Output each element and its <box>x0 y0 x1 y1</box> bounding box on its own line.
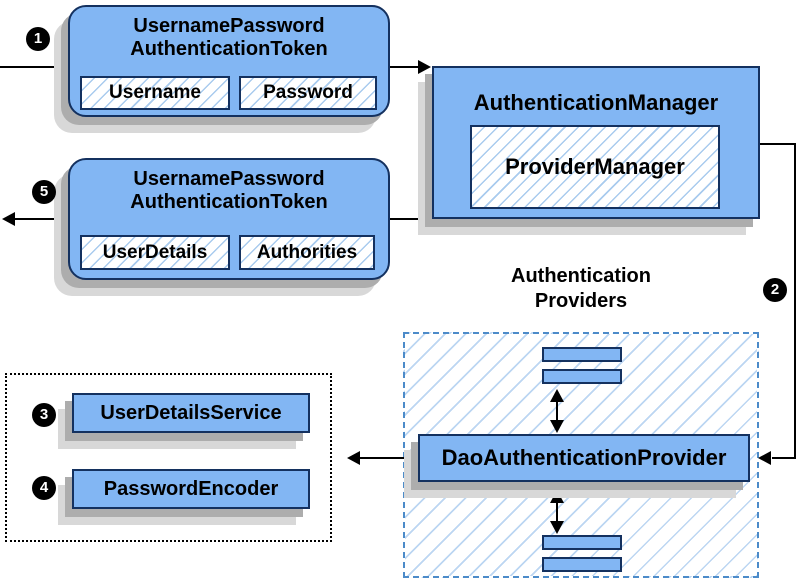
manager-to-provider-arrowhead-icon <box>758 451 771 465</box>
other-provider-bar <box>542 535 622 550</box>
upper-link-up-arrowhead-icon <box>550 389 564 402</box>
step-2-badge: 2 <box>763 278 787 302</box>
response-out-arrowhead-icon <box>2 212 15 226</box>
password-field-node: Password <box>239 76 377 110</box>
result-token-node: UsernamePassword AuthenticationToken Use… <box>68 158 390 280</box>
services-container <box>5 373 332 542</box>
step-5-badge: 5 <box>32 180 56 204</box>
result-token-title-line1: UsernamePassword <box>133 168 325 190</box>
step-3-badge: 3 <box>32 403 56 427</box>
authentication-manager-node: AuthenticationManager ProviderManager <box>432 66 760 219</box>
providers-heading: Authentication Providers <box>403 264 759 314</box>
provider-manager-node: ProviderManager <box>470 125 720 209</box>
authentication-manager-title: AuthenticationManager <box>473 90 719 115</box>
result-token-title: UsernamePassword AuthenticationToken <box>70 168 388 214</box>
request-token-title-line1: UsernamePassword <box>133 15 325 37</box>
provider-to-services-arrowhead-icon <box>347 451 360 465</box>
step-4-badge: 4 <box>32 476 56 500</box>
authorities-field-node: Authorities <box>239 235 375 270</box>
upper-link-down-arrowhead-icon <box>550 420 564 433</box>
token-to-manager-arrowhead-icon <box>418 60 431 74</box>
other-provider-bar <box>542 369 622 384</box>
user-details-service-node: UserDetailsService <box>72 393 310 433</box>
manager-to-provider-line <box>759 143 796 459</box>
request-token-node: UsernamePassword AuthenticationToken Use… <box>68 5 390 117</box>
providers-heading-line2: Providers <box>534 290 628 312</box>
lower-link-up-arrowhead-icon <box>550 490 564 503</box>
request-token-title-line2: AuthenticationToken <box>130 38 328 60</box>
password-encoder-node: PasswordEncoder <box>72 469 310 509</box>
result-token-title-line2: AuthenticationToken <box>130 191 328 213</box>
other-provider-bar <box>542 347 622 362</box>
step-1-badge: 1 <box>26 27 50 51</box>
providers-heading-line1: Authentication <box>511 265 651 287</box>
request-token-title: UsernamePassword AuthenticationToken <box>70 15 388 61</box>
userdetails-field-node: UserDetails <box>80 235 230 270</box>
other-provider-bar <box>542 557 622 572</box>
username-field-node: Username <box>80 76 230 110</box>
lower-link-down-arrowhead-icon <box>550 521 564 534</box>
dao-authentication-provider-node: DaoAuthenticationProvider <box>418 434 750 482</box>
